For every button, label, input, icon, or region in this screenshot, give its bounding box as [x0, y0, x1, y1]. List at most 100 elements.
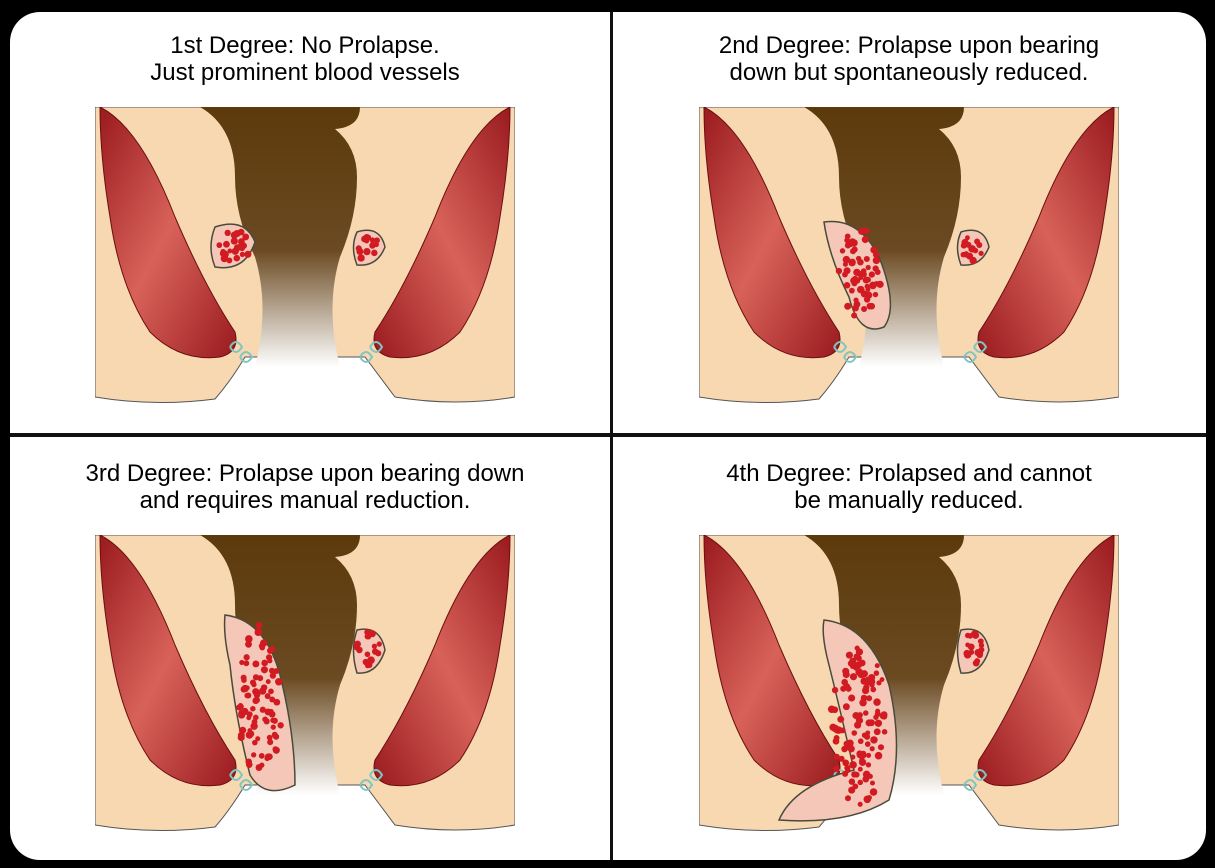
hemorrhoid-dot: [866, 762, 871, 767]
hemorrhoid-dot: [848, 694, 855, 701]
hemorrhoid-dot: [250, 679, 256, 685]
hemorrhoid-dot: [874, 670, 880, 676]
hemorrhoid-dot: [882, 729, 888, 735]
hemorrhoid-dot: [354, 645, 360, 651]
hemorrhoid-dot: [250, 706, 255, 711]
hemorrhoid-dot: [965, 643, 970, 648]
hemorrhoid-dot: [273, 747, 280, 754]
hemorrhoid-dot: [268, 688, 274, 694]
hemorrhoid-dot: [364, 629, 370, 635]
hemorrhoid-dot: [867, 795, 872, 800]
hemorrhoid-dot: [234, 255, 241, 262]
hemorrhoid-dot: [252, 697, 259, 704]
hemorrhoid-dot: [866, 265, 871, 270]
hemorrhoid-dot: [965, 235, 970, 240]
hemorrhoid-dot: [857, 286, 865, 294]
panel-title: 1st Degree: No Prolapse. Just prominent …: [10, 32, 600, 86]
hemorrhoid-dot: [267, 739, 273, 745]
hemorrhoid-dot: [216, 242, 222, 248]
hemorrhoid-dot: [858, 802, 863, 807]
hemorrhoid-dot: [834, 726, 841, 733]
hemorrhoid-dot: [851, 730, 857, 736]
hemorrhoid-dot: [863, 710, 869, 716]
hemorrhoid-dot: [842, 771, 848, 777]
hemorrhoid-dot: [265, 693, 271, 699]
hemorrhoid-dot: [864, 296, 870, 302]
hemorrhoid-dot: [371, 250, 377, 256]
hemorrhoid-dot: [243, 654, 249, 660]
hemorrhoid-dot: [266, 654, 272, 660]
hemorrhoid-dot: [836, 268, 842, 274]
hemorrhoid-dot: [848, 745, 855, 752]
hemorrhoid-dot: [226, 258, 232, 264]
hemorrhoid-dot: [862, 732, 867, 737]
illustration-3rd-degree: [95, 535, 515, 835]
hemorrhoid-dot: [259, 645, 265, 651]
hemorrhoid-dot: [842, 272, 848, 278]
hemorrhoid-dot: [252, 688, 259, 695]
hemorrhoid-dot: [865, 741, 871, 747]
hemorrhoid-dot: [978, 251, 983, 256]
hemorrhoid-dot: [253, 674, 259, 680]
hemorrhoid-dot: [268, 709, 273, 714]
hemorrhoid-dot: [880, 677, 885, 682]
hemorrhoid-dot: [837, 716, 844, 723]
hemorrhoid-dot: [239, 245, 245, 251]
hemorrhoid-dot: [870, 687, 876, 693]
hemorrhoid-dot: [240, 252, 245, 257]
hemorrhoid-dot: [853, 298, 858, 303]
anal-canal-illustration: [699, 535, 1119, 831]
hemorrhoid-dot: [856, 256, 861, 261]
hemorrhoid-dot: [367, 656, 375, 664]
hemorrhoid-dot: [848, 259, 855, 266]
hemorrhoid-dot: [238, 704, 244, 710]
hemorrhoid-dot: [870, 781, 875, 786]
horizontal-divider: [10, 433, 1206, 437]
panel-title: 4th Degree: Prolapsed and cannot be manu…: [614, 460, 1204, 514]
hemorrhoid-dot: [246, 761, 253, 768]
hemorrhoid-dot: [844, 741, 851, 748]
hemorrhoid-dot: [266, 679, 271, 684]
hemorrhoid-dot: [260, 707, 266, 713]
hemorrhoid-dot: [852, 246, 858, 252]
hemorrhoid-dot: [375, 650, 381, 656]
hemorrhoid-dot: [849, 761, 857, 769]
hemorrhoid-dot: [850, 755, 855, 760]
hemorrhoid-dot: [861, 695, 867, 701]
hemorrhoid-dot: [271, 724, 276, 729]
hemorrhoid-dot: [834, 754, 840, 760]
hemorrhoid-dot: [844, 282, 851, 289]
panel-3rd-degree: 3rd Degree: Prolapse upon bearing down a…: [10, 440, 600, 855]
hemorrhoid-dot: [861, 306, 867, 312]
panel-1st-degree: 1st Degree: No Prolapse. Just prominent …: [10, 12, 600, 427]
hemorrhoid-dot: [363, 248, 370, 255]
hemorrhoid-dot: [243, 660, 249, 666]
hemorrhoid-dot: [862, 236, 869, 243]
hemorrhoid-dot: [861, 670, 868, 677]
hemorrhoid-dot: [875, 720, 882, 727]
hemorrhoid-dot: [858, 738, 864, 744]
hemorrhoid-dot: [872, 265, 878, 271]
hemorrhoid-dot: [852, 305, 859, 312]
hemorrhoid-dot: [853, 269, 860, 276]
hemorrhoid-dot: [854, 772, 860, 778]
hemorrhoid-dot: [261, 666, 268, 673]
hemorrhoid-dot: [974, 239, 980, 245]
illustration-4th-degree: [699, 535, 1119, 835]
hemorrhoid-dot: [256, 622, 263, 629]
hemorrhoid-dot: [259, 753, 265, 759]
hemorrhoid-dot: [855, 661, 862, 668]
panel-title: 3rd Degree: Prolapse upon bearing down a…: [10, 460, 600, 514]
hemorrhoid-dot: [231, 237, 238, 244]
hemorrhoid-dot: [244, 251, 251, 258]
hemorrhoid-dot: [866, 753, 871, 758]
anal-canal-illustration: [699, 107, 1119, 403]
hemorrhoid-dot: [833, 766, 840, 773]
hemorrhoid-dot: [873, 698, 880, 705]
hemorrhoid-dot: [241, 686, 247, 692]
hemorrhoid-dot: [834, 735, 840, 741]
hemorrhoid-dot: [377, 641, 382, 646]
hemorrhoid-dot: [277, 722, 283, 728]
hemorrhoid-dot: [969, 257, 976, 264]
